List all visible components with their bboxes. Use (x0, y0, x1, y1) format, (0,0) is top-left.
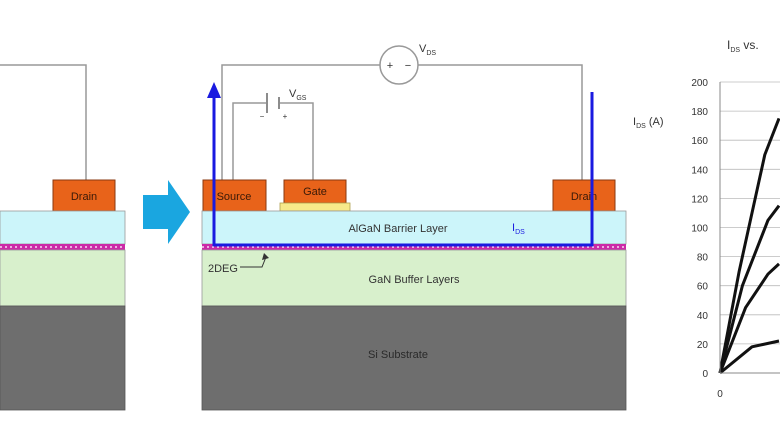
buffer-layer-label: GaN Buffer Layers (369, 274, 460, 286)
buffer-layer (201, 249, 627, 307)
substrate-layer (201, 305, 627, 411)
transition-arrow-icon (143, 180, 190, 244)
left-2deg-layer (0, 244, 125, 250)
chart-y-tick-label: 80 (697, 253, 709, 264)
chart-y-tick-label: 140 (691, 165, 708, 176)
chart-y-axis-label: IDS (A) (633, 116, 664, 130)
chart-x-tick-label: 0 (717, 389, 723, 400)
ids-current-path (212, 92, 594, 247)
vgs-circuit-wire (232, 102, 314, 180)
chart-y-tick-label: 20 (697, 340, 709, 351)
substrate-layer-label: Si Substrate (368, 349, 428, 361)
ids-arrow-head-icon (207, 82, 221, 98)
chart-y-tick-label: 160 (691, 136, 708, 147)
drain-contact (552, 179, 616, 212)
chart-series-line-2 (718, 204, 780, 374)
barrier-layer (201, 210, 627, 245)
vgs-battery-plus-icon: + (283, 112, 288, 121)
vds-source-minus-icon: − (405, 60, 411, 72)
chart-series-line-1 (718, 117, 780, 374)
vds-label: VDS (419, 43, 436, 57)
left-barrier-layer (0, 210, 126, 245)
twodeg-pointer-icon (240, 256, 267, 268)
chart-y-tick-label: 0 (702, 369, 708, 380)
left-substrate-layer (0, 305, 126, 411)
left-drain-contact (52, 179, 116, 212)
chart-title: IDS vs. (727, 38, 759, 54)
chart-y-tick-label: 60 (697, 282, 709, 293)
left-device-panel: Drain (0, 64, 126, 411)
source-label: Source (217, 191, 252, 203)
vgs-label: VGS (289, 88, 307, 102)
chart-y-tick-label: 180 (691, 107, 708, 118)
twodeg-label: 2DEG (208, 263, 238, 275)
chart-y-tick-label: 100 (691, 224, 708, 235)
chart-series-line-3 (718, 262, 780, 374)
barrier-layer-label: AlGaN Barrier Layer (348, 223, 447, 235)
ids-label: IDS (512, 222, 525, 236)
chart-series (718, 117, 780, 375)
ids-chart: IDS vs. IDS (A) 200180160140120100806040… (633, 38, 780, 400)
gate-dielectric (279, 202, 351, 212)
right-device-panel: + − VDS − + VGS Source Gate Drain AlGaN … (201, 43, 627, 411)
chart-y-tick-label: 120 (691, 194, 708, 205)
chart-y-tick-label: 40 (697, 311, 709, 322)
twodeg-pointer-head-icon (262, 253, 269, 260)
vds-circuit-wire (221, 64, 583, 180)
vds-source-plus-icon: + (387, 60, 393, 72)
left-buffer-layer (0, 249, 126, 307)
left-circuit-wire (0, 64, 87, 180)
chart-x-ticks: 0 (717, 389, 723, 400)
vds-source-icon (379, 45, 419, 85)
left-drain-label: Drain (71, 191, 97, 203)
chart-series-line-4 (719, 339, 780, 375)
gate-label: Gate (303, 186, 327, 198)
vgs-battery-minus-icon: − (260, 112, 265, 121)
chart-y-tick-label: 200 (691, 78, 708, 89)
